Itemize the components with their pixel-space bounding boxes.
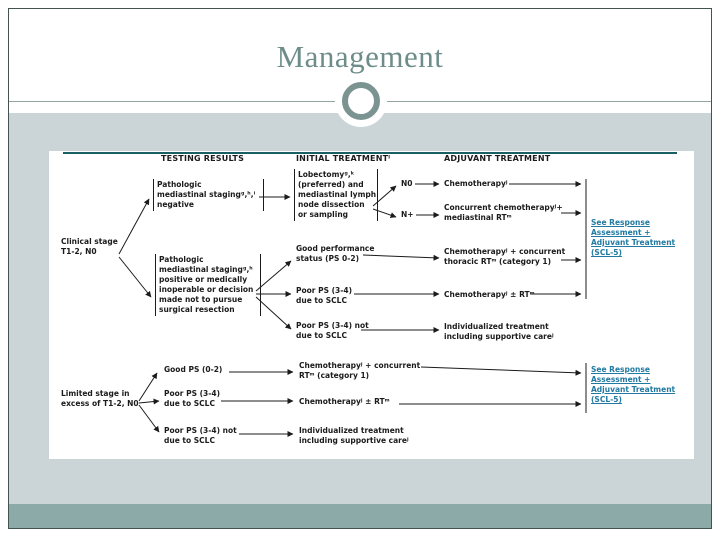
column-header-adjuvant-treatment: ADJUVANT TREATMENT [444, 154, 551, 163]
link-see-response-bottom[interactable]: See Response Assessment + Adjuvant Treat… [591, 365, 676, 404]
flowchart-panel: TESTING RESULTS INITIAL TREATMENTˡ ADJUV… [49, 151, 694, 459]
node-individualized-1: Individualized treatment including suppo… [444, 322, 554, 341]
node-poor-ps-not-sclc-2: Poor PS (3-4) not due to SCLC [164, 426, 237, 445]
link-see-response-top[interactable]: See Response Assessment + Adjuvant Treat… [591, 218, 676, 257]
node-chemotherapy-top: Chemotherapyʲ [444, 179, 508, 188]
node-good-performance: Good performance status (PS 0-2) [296, 244, 375, 263]
node-poor-ps-sclc-2: Poor PS (3-4) due to SCLC [164, 389, 221, 408]
node-chemo-plusminus-rt-1: Chemotherapyʲ ± RTᵐ [444, 290, 535, 299]
slide-title: Management [276, 39, 444, 74]
node-pathologic-staging-negative: Pathologic mediastinal stagingᵍ,ʰ,ⁱ nega… [153, 179, 264, 211]
node-clinical-stage: Clinical stage T1-2, N0 [61, 237, 118, 256]
column-header-testing-results: TESTING RESULTS [161, 154, 245, 163]
ornament-circle-icon [335, 75, 387, 127]
node-good-ps-2: Good PS (0-2) [164, 365, 223, 374]
node-individualized-2: Individualized treatment including suppo… [299, 426, 409, 445]
node-poor-ps-not-sclc-1: Poor PS (3-4) not due to SCLC [296, 321, 369, 340]
node-n-plus-label: N+ [401, 210, 414, 219]
ornament-ring [342, 82, 380, 120]
node-n0-label: N0 [401, 179, 413, 188]
node-chemo-concurrent-thoracic: Chemotherapyʲ + concurrent thoracic RTᵐ … [444, 247, 566, 266]
node-lobectomy: Lobectomyᵍ,ᵏ (preferred) and mediastinal… [294, 169, 378, 221]
slide: Management TESTING RESULTS INITIAL TREAT… [8, 8, 712, 529]
flowchart-topline [63, 152, 677, 154]
node-pathologic-staging-positive: Pathologic mediastinal stagingᵍ,ʰ positi… [155, 254, 261, 316]
node-chemo-plusminus-rt-2: Chemotherapyʲ ± RTᵐ [299, 397, 390, 406]
node-limited-stage: Limited stage in excess of T1-2, N0 [61, 389, 139, 408]
node-poor-ps-sclc-1: Poor PS (3-4) due to SCLC [296, 286, 353, 305]
node-chemo-concurrent-rt-2: Chemotherapyʲ + concurrent RTᵐ (category… [299, 361, 421, 380]
column-header-initial-treatment: INITIAL TREATMENTˡ [296, 154, 391, 163]
node-concurrent-chemo-mediastinal: Concurrent chemotherapyʲ+ mediastinal RT… [444, 203, 563, 222]
bottom-band [9, 504, 711, 528]
